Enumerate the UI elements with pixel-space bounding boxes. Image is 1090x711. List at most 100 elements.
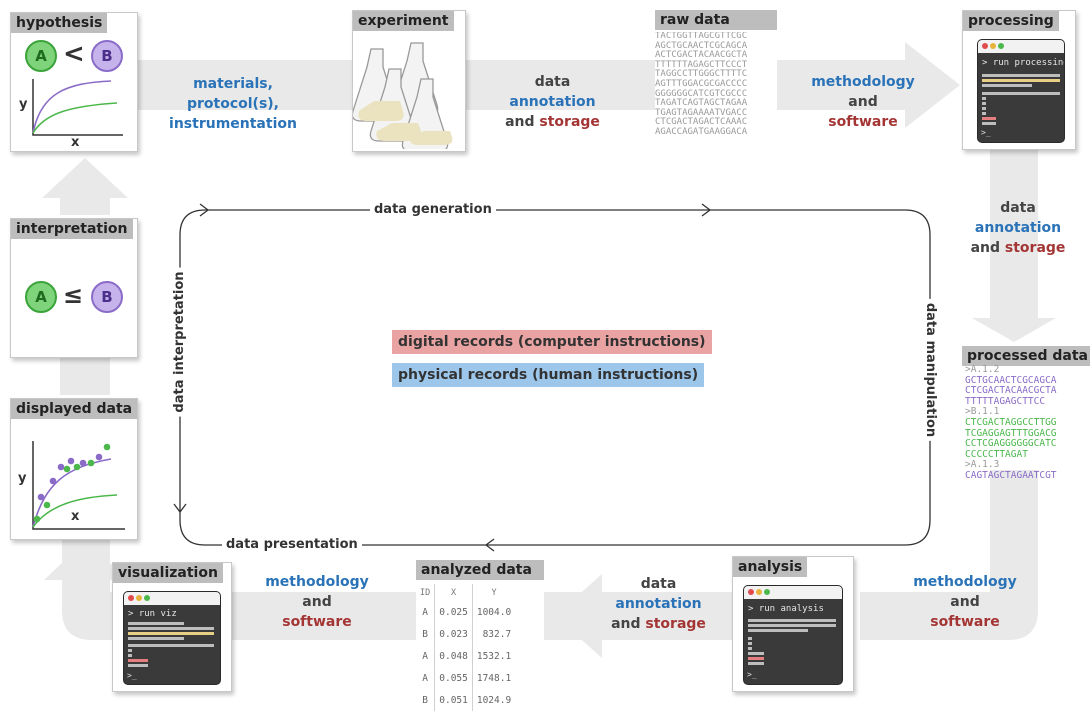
experiment-node: experiment (352, 10, 466, 152)
methodology-right-and: and (950, 594, 980, 610)
displayed-data-node: displayed data y x (10, 398, 138, 540)
less-equal-sign: ≤ (63, 281, 84, 309)
group-b-badge: B (91, 40, 123, 72)
processed-sequence-line: CTCGACTAGGCCTTGG (965, 416, 1057, 428)
storage-bottom-and: and (611, 616, 641, 632)
group-b-badge: B (91, 281, 123, 313)
analysis-title: analysis (733, 557, 808, 577)
raw-sequence-line: CTCGACTAGACTCAAAC (655, 117, 748, 128)
methodology-bottom-and: and (302, 594, 332, 610)
software-right: software (930, 614, 1000, 630)
loop-arrow-top-right-icon (701, 203, 712, 217)
column-header-id: ID (416, 584, 436, 601)
maximize-dot-icon (998, 43, 1004, 49)
column-header-x: X (434, 584, 473, 601)
processing-prompt: >_ (981, 128, 991, 137)
flow-band-right-lower (860, 470, 1038, 640)
methodology-right: methodology (913, 574, 1017, 590)
close-dot-icon (128, 595, 134, 601)
displayed-data-title: displayed data (11, 399, 138, 419)
cell-y: 1004.0 (476, 606, 512, 618)
maximize-dot-icon (144, 595, 150, 601)
storage-right-and: and (970, 240, 1001, 256)
storage-top-and: and (505, 114, 535, 130)
methodology-flow-label-bottom: methodology and software (262, 572, 372, 632)
cell-id: A (416, 645, 436, 667)
group-a-badge: A (25, 281, 57, 313)
minimize-dot-icon (136, 595, 142, 601)
software-top: software (828, 114, 898, 130)
processed-sequence-line: GCTGCAACTCGCAGCA (965, 374, 1057, 386)
raw-sequence-line: TTTTTTAGAGCTTCCCT (655, 59, 748, 70)
minimize-dot-icon (990, 43, 996, 49)
processing-title: processing (963, 11, 1059, 31)
visualization-command: > run viz (128, 609, 177, 619)
storage-flow-label-right: data annotation and storage (962, 198, 1074, 258)
cell-y: 1532.1 (476, 650, 512, 662)
processed-sequence-line: CAGTAGCTAGAATCGT (965, 469, 1057, 481)
materials-flow-label: materials, protocol(s), instrumentation (168, 74, 298, 134)
analysis-prompt: >_ (747, 670, 757, 679)
arrow-head-to-processed (972, 318, 1056, 342)
interpretation-title: interpretation (11, 219, 133, 239)
raw-sequence-line: AGTTTGGACGCGACCCC (655, 78, 748, 89)
methodology-top-and: and (848, 94, 878, 110)
displayed-x-label: x (71, 509, 80, 524)
loop-arrow-bottom-icon (484, 538, 495, 552)
less-than-sign: < (63, 39, 85, 69)
raw-sequence-line: GGGGGGCATCGTCGCCC (655, 88, 748, 99)
column-header-y: Y (491, 587, 497, 598)
legend-digital-records: digital records (computer instructions) (392, 330, 712, 354)
interpretation-node: interpretation A ≤ B (10, 218, 138, 358)
storage-right-annotation: annotation (974, 220, 1062, 236)
processed-data-title: processed data (962, 346, 1090, 366)
raw-sequence-line: TGAGTAGAAAATVGACC (655, 107, 748, 118)
visualization-node: visualization > run viz >_ (112, 562, 232, 692)
raw-sequence-line: TAGATCAGTAGCTAGAA (655, 98, 748, 109)
minimize-dot-icon (756, 589, 762, 595)
materials-line-1: materials, (193, 76, 273, 92)
cell-id: A (416, 601, 436, 623)
raw-sequence-line: TACTGGTTAGCGTTCGC (655, 32, 748, 41)
processed-sequence-line: CCCCCTTAGAT (965, 448, 1028, 460)
processed-sequence-line: TCGAGGAGTTTGGACG (965, 427, 1057, 439)
terminal-titlebar (124, 592, 220, 605)
cell-x: 0.048 (434, 645, 473, 667)
processing-terminal: > run processing >_ (977, 39, 1065, 143)
hypothesis-x-label: x (71, 135, 80, 150)
hypothesis-node: hypothesis A < B y x (10, 12, 138, 152)
processed-sequence-line: >A.1.2 (965, 364, 1000, 375)
methodology-flow-label-top: methodology and software (808, 72, 918, 132)
cell-y: 832.7 (482, 628, 512, 640)
close-dot-icon (982, 43, 988, 49)
loop-arrow-top-left-icon (199, 203, 210, 217)
maximize-dot-icon (764, 589, 770, 595)
arrow-head-to-displayed (44, 540, 128, 580)
materials-line-3: instrumentation (169, 116, 297, 132)
analysis-command: > run analysis (748, 604, 824, 614)
arrow-head-to-analyzed (555, 574, 602, 658)
methodology-top: methodology (811, 74, 915, 90)
hypothesis-title: hypothesis (11, 13, 108, 33)
arrow-head-to-hypothesis (42, 158, 128, 198)
storage-bottom-annotation: annotation (615, 596, 702, 612)
data-manipulation-label: data manipulation (922, 298, 938, 442)
storage-top-storage: storage (539, 114, 600, 130)
visualization-prompt: >_ (127, 671, 137, 680)
processed-sequence-line: TTTTTAGAGCTTCC (965, 395, 1046, 407)
flask-icon (353, 42, 453, 149)
arrow-head-to-processing (905, 42, 960, 128)
methodology-bottom: methodology (265, 574, 369, 590)
group-a-badge: A (25, 40, 57, 72)
cell-y: 1748.1 (476, 672, 512, 684)
loop-arrow-left-icon (173, 503, 187, 514)
analysis-node: analysis > run analysis >_ (732, 556, 854, 692)
processed-sequence-line: >B.1.1 (965, 406, 1000, 418)
